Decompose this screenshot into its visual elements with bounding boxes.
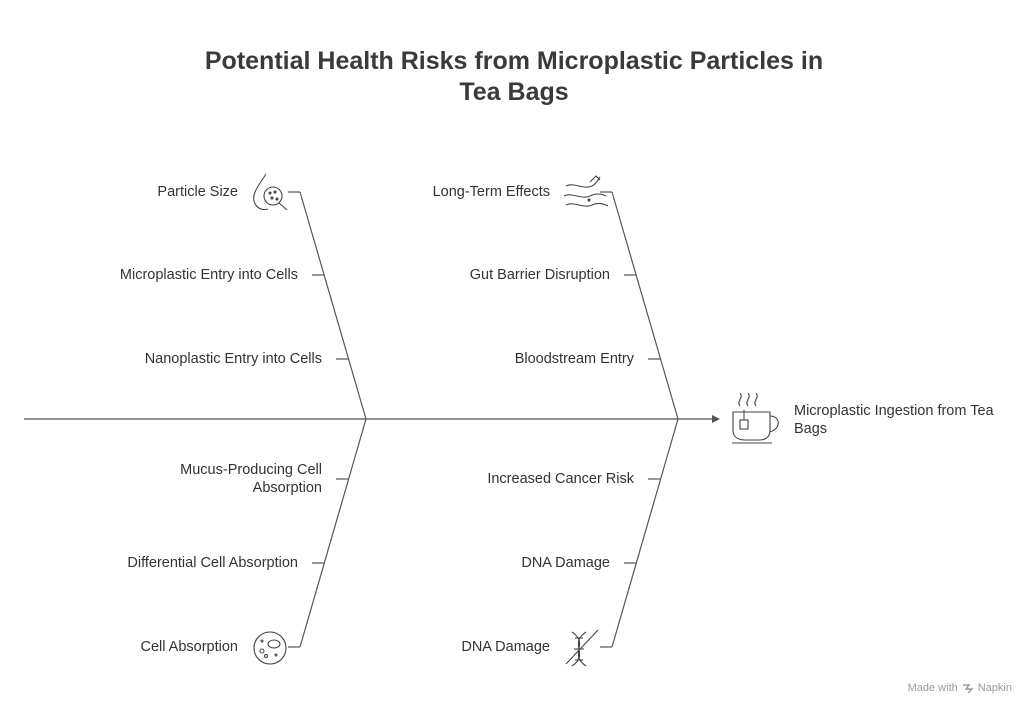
cause-mucus-cell-absorption: Mucus-Producing Cell Absorption: [180, 462, 322, 496]
bone-bottom-left: [299, 418, 367, 648]
cause-microplastic-entry: Microplastic Entry into Cells: [119, 267, 298, 283]
cause-cell-absorption: Cell Absorption: [140, 639, 238, 655]
bone-bottom-right: [611, 418, 679, 648]
cause-cancer-risk: Increased Cancer Risk: [487, 471, 634, 487]
cause-particle-size: Particle Size: [157, 184, 238, 200]
bone-top-right: [611, 191, 679, 420]
spine-arrowhead: [712, 415, 720, 423]
watermark-brand: Napkin: [977, 682, 1012, 694]
tea-cup-icon: [732, 392, 779, 444]
bone-top-left: [299, 191, 367, 420]
intestine-icon: [563, 175, 609, 207]
cause-dna-damage-1: DNA Damage: [521, 555, 610, 571]
cause-bloodstream-entry: Bloodstream Entry: [514, 351, 634, 367]
cause-dna-damage-2: DNA Damage: [461, 639, 550, 655]
watermark-text: Made with: [907, 682, 958, 694]
effect-label: Microplastic Ingestion from Tea Bags: [794, 403, 994, 437]
cause-nanoplastic-entry: Nanoplastic Entry into Cells: [144, 351, 322, 367]
cause-gut-barrier: Gut Barrier Disruption: [469, 267, 610, 283]
watermark: Made with Napkin: [908, 682, 1012, 694]
diagram-title: Potential Health Risks from Microplastic…: [204, 47, 824, 106]
cell-icon: [253, 631, 287, 665]
dna-crossed-icon: [565, 629, 599, 667]
cause-long-term-effects: Long-Term Effects: [432, 184, 550, 200]
cause-differential-absorption: Differential Cell Absorption: [127, 555, 298, 571]
napkin-logo-icon: [962, 684, 974, 694]
magnifier-particle-icon: [253, 173, 288, 211]
